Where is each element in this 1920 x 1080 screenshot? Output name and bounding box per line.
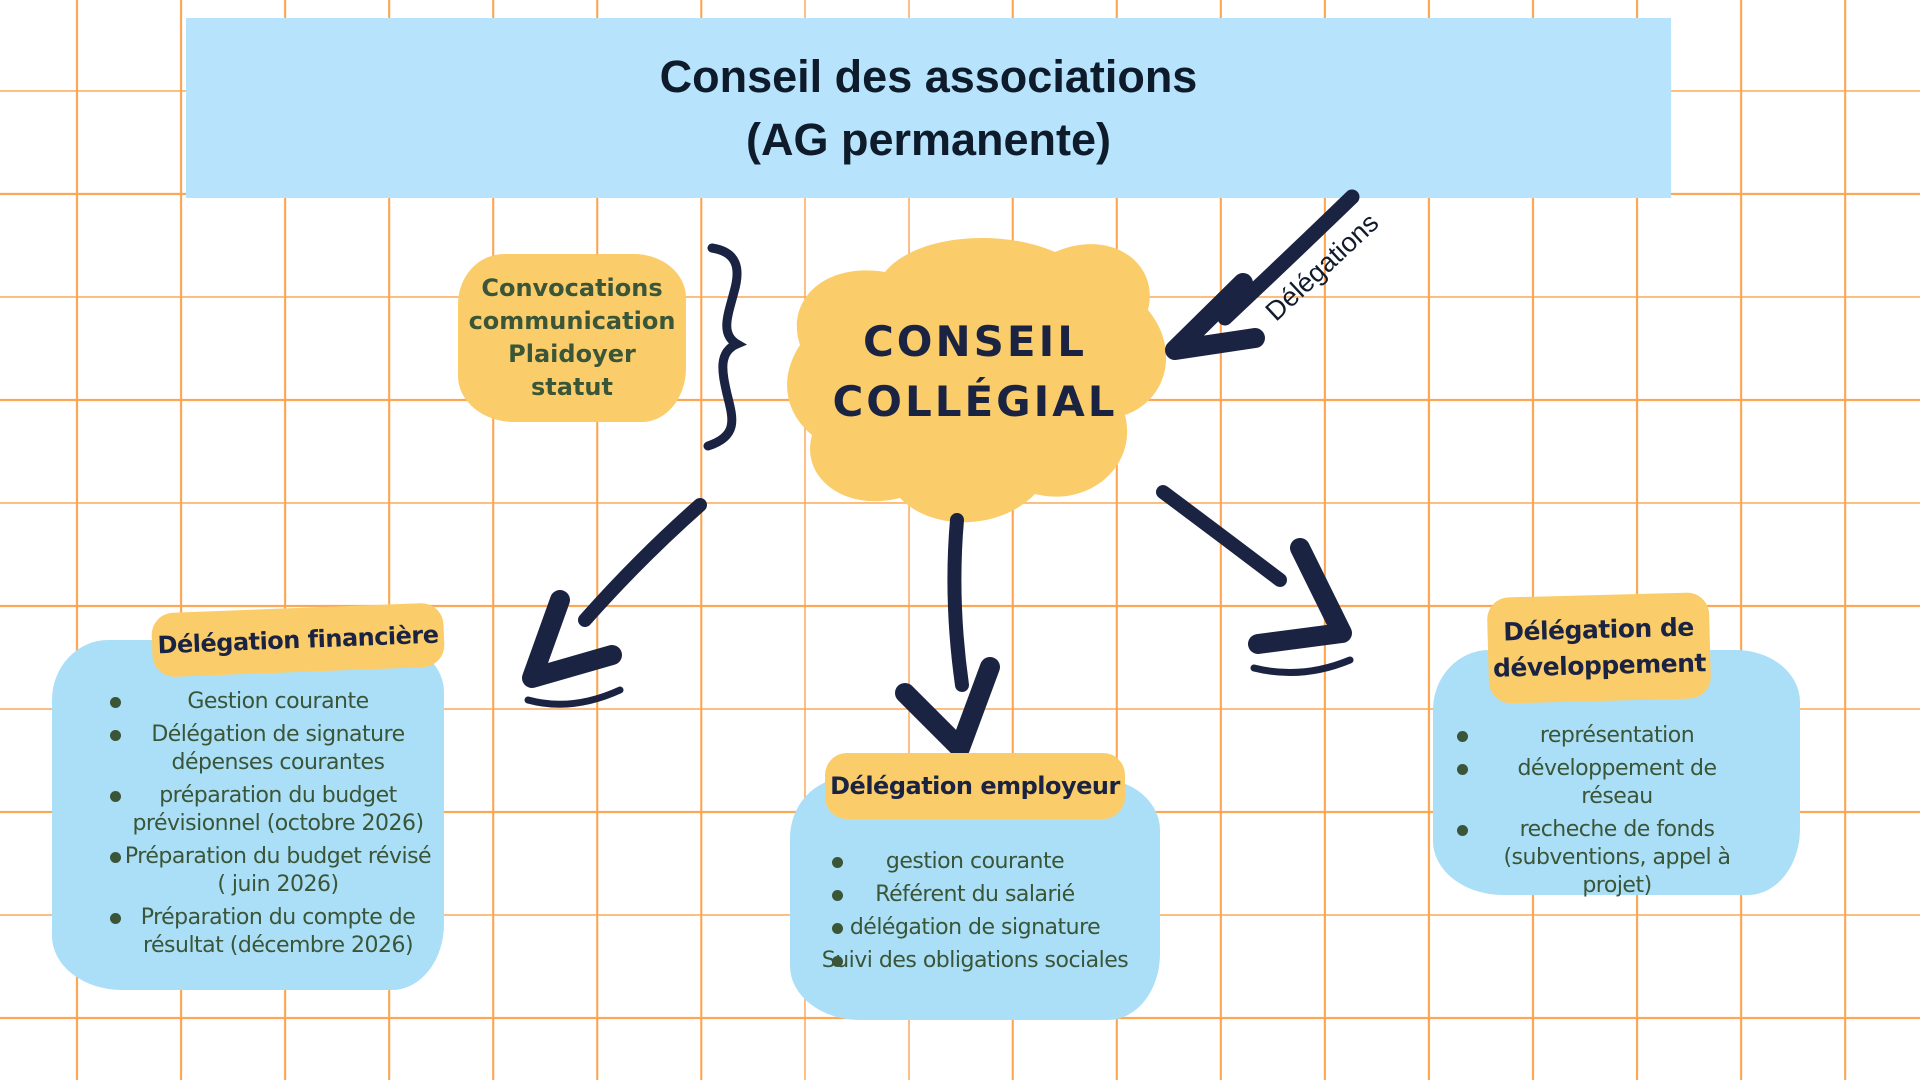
- arrow-employeur-shaft: [947, 513, 969, 692]
- box-delegation-developpement: Délégation de développement représentati…: [1433, 592, 1800, 898]
- box-delegation-financiere: Délégation financière Gestion courante D…: [52, 602, 446, 990]
- convocations-note: Convocations communication Plaidoyer sta…: [458, 254, 686, 422]
- note-line: communication: [468, 307, 676, 335]
- list-item: Gestion courante: [110, 688, 434, 716]
- arrow-financiere-shaft: [578, 498, 707, 627]
- note-line: Convocations: [481, 274, 663, 302]
- central-node-line2: COLLÉGIAL: [832, 377, 1118, 426]
- page-title-line1: Conseil des associations: [659, 50, 1198, 102]
- arrow-developpement-flick: [1250, 656, 1354, 676]
- header-banner: Conseil des associations (AG permanente): [186, 18, 1671, 198]
- arrow-employeur-head: [895, 657, 1000, 758]
- note-line: Plaidoyer: [508, 340, 636, 368]
- list-item: représentation: [1457, 722, 1753, 750]
- list-item: recheche de fonds (subventions, appel à …: [1457, 816, 1753, 900]
- box-title-developpement: Délégation de développement: [1486, 592, 1712, 704]
- arrow-developpement-head: [1248, 538, 1352, 654]
- list-item: développement de réseau: [1457, 755, 1753, 811]
- list-item: Préparation du budget révisé ( juin 2026…: [110, 843, 434, 899]
- list-item: délégation de signature: [810, 914, 1140, 942]
- central-node-line1: CONSEIL: [862, 317, 1087, 366]
- list-financiere: Gestion courante Délégation de signature…: [110, 688, 434, 965]
- list-employeur: gestion courante Référent du salarié dél…: [810, 848, 1140, 980]
- list-item: Préparation du compte de résultat (décem…: [110, 904, 434, 960]
- list-item: Référent du salarié: [810, 881, 1140, 909]
- list-item: Délégation de signature dépenses courant…: [110, 721, 434, 777]
- brace-shape: [703, 243, 747, 451]
- list-item: Suivi des obligations sociales: [810, 947, 1140, 975]
- delegations-arrow-label: Délégations: [1259, 207, 1385, 327]
- arrow-developpement-shaft: [1156, 485, 1287, 587]
- page-title-line2: (AG permanente): [745, 114, 1112, 165]
- note-line: statut: [531, 373, 613, 401]
- box-delegation-employeur: Délégation employeur gestion courante Ré…: [790, 753, 1160, 1020]
- list-developpement: représentation développement de réseau r…: [1457, 722, 1753, 905]
- list-item: gestion courante: [810, 848, 1140, 876]
- arrow-financiere-flick: [524, 686, 624, 708]
- box-title-financiere: Délégation financière: [150, 602, 446, 678]
- list-item: préparation du budget prévisionnel (octo…: [110, 782, 434, 838]
- arrow-financiere-head: [522, 590, 622, 688]
- box-title-employeur: Délégation employeur: [825, 753, 1125, 819]
- central-node-label: CONSEIL COLLÉGIAL: [795, 312, 1155, 432]
